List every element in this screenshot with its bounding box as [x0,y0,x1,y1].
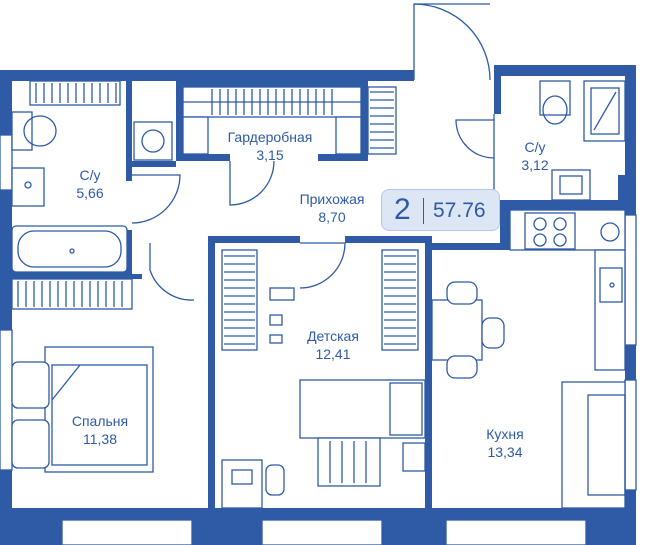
interior-walls [12,70,625,508]
room-name: Гардеробная [227,129,313,145]
doors [131,3,495,301]
room-area: 3,12 [521,157,549,173]
room-label-wardrobe: Гардеробная 3,15 [200,128,340,164]
kids-furniture [221,287,426,509]
room-label-bedroom: Спальня 11,38 [50,412,150,448]
kitchen-fixtures [402,209,626,509]
room-name: Прихожая [299,191,365,207]
room-name: С/у [79,167,101,183]
total-area: 57.76 [433,199,486,222]
badge-divider [423,198,424,224]
room-label-kids: Детская 12,41 [278,327,388,363]
room-area: 13,34 [487,444,523,460]
room-label-bathroom-left: С/у 5,66 [55,166,125,202]
room-area: 8,70 [318,209,346,225]
wardrobe-hangers [17,83,416,345]
room-name: Спальня [71,413,129,429]
room-name: Детская [307,328,359,344]
room-count: 2 [394,193,411,226]
exterior-walls [0,65,637,545]
room-name: С/у [524,139,546,155]
bathroom-right-fixtures [539,80,630,201]
room-label-kitchen: Кухня 13,34 [460,425,550,461]
room-name: Кухня [486,426,524,442]
apartment-summary-badge: 2 57.76 [381,189,500,231]
room-area: 12,41 [315,346,351,362]
room-area: 3,15 [256,147,284,163]
room-area: 11,38 [83,431,117,447]
bedroom-furniture [11,346,154,473]
room-label-hallway: Прихожая 8,70 [272,190,392,226]
bathroom-left-fixtures [11,111,173,273]
wardrobe-shelving [11,80,419,351]
room-area: 5,66 [76,185,104,201]
room-label-bathroom-right: С/у 3,12 [500,138,570,174]
